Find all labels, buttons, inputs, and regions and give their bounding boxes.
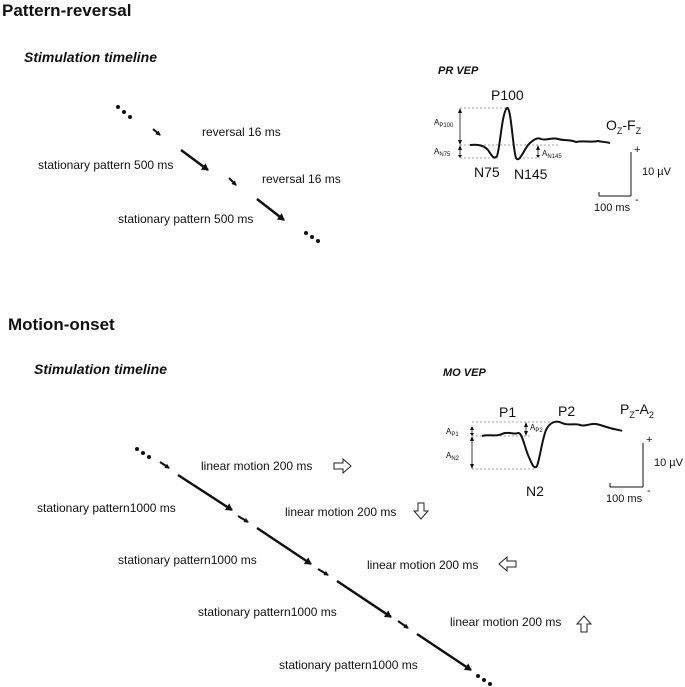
mo-timeline-title: Stimulation timeline bbox=[34, 361, 167, 377]
pr-amp-n145-label: AN145 bbox=[542, 149, 562, 160]
pr-vep-title: PR VEP bbox=[438, 65, 479, 77]
pr-stationary-label-1: stationary pattern 500 ms bbox=[38, 158, 173, 172]
arrow-left-icon bbox=[498, 555, 517, 573]
mo-motion-arrow-4 bbox=[397, 620, 409, 629]
arrow-up-icon bbox=[575, 615, 593, 633]
pr-peak-n145: N145 bbox=[514, 166, 548, 182]
pattern-reversal-section: Pattern-reversal Stimulation timeline re… bbox=[2, 1, 672, 243]
pr-stationary-label-2: stationary pattern 500 ms bbox=[118, 212, 253, 226]
mo-scale-voltage: 10 µV bbox=[654, 457, 684, 469]
mo-vep-panel: MO VEP P1 P2 AP1 AN2 AP2 N2 PZ-A2 bbox=[443, 367, 684, 505]
pr-timeline-title: Stimulation timeline bbox=[24, 49, 157, 65]
pr-reversal-label-1: reversal 16 ms bbox=[202, 125, 281, 139]
mo-scale-bar: + - 10 µV 100 ms bbox=[606, 434, 684, 505]
pr-scale-voltage: 10 µV bbox=[642, 166, 672, 178]
mo-scale-minus: - bbox=[647, 485, 651, 497]
mo-motion-label-1: linear motion 200 ms bbox=[201, 459, 312, 473]
mo-stationary-arrow-2 bbox=[256, 526, 312, 566]
arrow-right-icon bbox=[333, 457, 352, 475]
pr-end-ellipsis bbox=[304, 231, 320, 243]
pr-scale-bar: + - 10 µV 100 ms bbox=[594, 144, 672, 214]
motion-onset-section: Motion-onset Stimulation timeline linear… bbox=[8, 315, 684, 686]
pr-reversal-label-2: reversal 16 ms bbox=[262, 172, 341, 186]
mo-timeline: linear motion 200 ms stationary pattern1… bbox=[37, 447, 593, 686]
mo-channel-label: PZ-A2 bbox=[620, 401, 654, 420]
mo-peak-p1: P1 bbox=[499, 404, 516, 420]
pr-reversal-arrow-1 bbox=[152, 128, 161, 136]
mo-stationary-label-1: stationary pattern1000 ms bbox=[37, 501, 176, 515]
mo-motion-label-2: linear motion 200 ms bbox=[285, 505, 396, 519]
mo-vep-title: MO VEP bbox=[443, 367, 486, 379]
mo-scale-plus: + bbox=[646, 434, 652, 446]
pr-vep-panel: PR VEP P100 AP100 AN75 AN145 N75 N145 OZ… bbox=[434, 65, 672, 214]
pr-reversal-arrow-2 bbox=[228, 177, 237, 186]
mo-peak-n2: N2 bbox=[526, 483, 544, 499]
mo-stationary-arrow-1 bbox=[177, 473, 233, 512]
mo-motion-label-3: linear motion 200 ms bbox=[367, 558, 478, 572]
pr-timeline: reversal 16 ms stationary pattern 500 ms… bbox=[38, 105, 341, 243]
mo-peak-p2: P2 bbox=[558, 403, 575, 419]
mo-stationary-label-4: stationary pattern1000 ms bbox=[279, 658, 418, 672]
mo-stationary-label-3: stationary pattern1000 ms bbox=[198, 605, 337, 619]
pr-channel-label: OZ-FZ bbox=[606, 117, 642, 136]
mo-motion-arrow-2 bbox=[237, 515, 249, 523]
mo-start-ellipsis bbox=[135, 447, 151, 459]
mo-stationary-arrow-3 bbox=[336, 579, 392, 619]
pr-scale-minus: - bbox=[635, 194, 639, 206]
pr-vep-waveform bbox=[469, 106, 611, 161]
mo-amp-n2-label: AN2 bbox=[446, 451, 460, 462]
pr-peak-n75: N75 bbox=[474, 164, 500, 180]
mo-amp-p1-label: AP1 bbox=[446, 427, 459, 438]
pattern-reversal-title: Pattern-reversal bbox=[2, 1, 131, 20]
pr-scale-plus: + bbox=[634, 144, 640, 156]
mo-amp-p2-label: AP2 bbox=[530, 423, 543, 434]
mo-scale-time: 100 ms bbox=[606, 493, 643, 505]
mo-end-ellipsis bbox=[476, 674, 492, 686]
pr-stationary-arrow-1 bbox=[180, 148, 209, 172]
pr-stationary-arrow-2 bbox=[256, 198, 285, 221]
pr-scale-time: 100 ms bbox=[594, 202, 631, 214]
mo-stationary-label-2: stationary pattern1000 ms bbox=[118, 553, 257, 567]
motion-onset-title: Motion-onset bbox=[8, 315, 115, 334]
arrow-down-icon bbox=[412, 502, 430, 520]
mo-motion-arrow-3 bbox=[317, 568, 329, 576]
pr-start-ellipsis bbox=[116, 105, 132, 119]
mo-vep-waveform bbox=[481, 420, 623, 469]
mo-stationary-arrow-4 bbox=[416, 632, 472, 672]
pr-amp-p100-label: AP100 bbox=[434, 118, 454, 129]
mo-motion-arrow-1 bbox=[159, 461, 170, 469]
mo-motion-label-4: linear motion 200 ms bbox=[450, 615, 561, 629]
pr-amp-n75-label: AN75 bbox=[434, 147, 451, 158]
pr-peak-p100: P100 bbox=[491, 87, 524, 103]
